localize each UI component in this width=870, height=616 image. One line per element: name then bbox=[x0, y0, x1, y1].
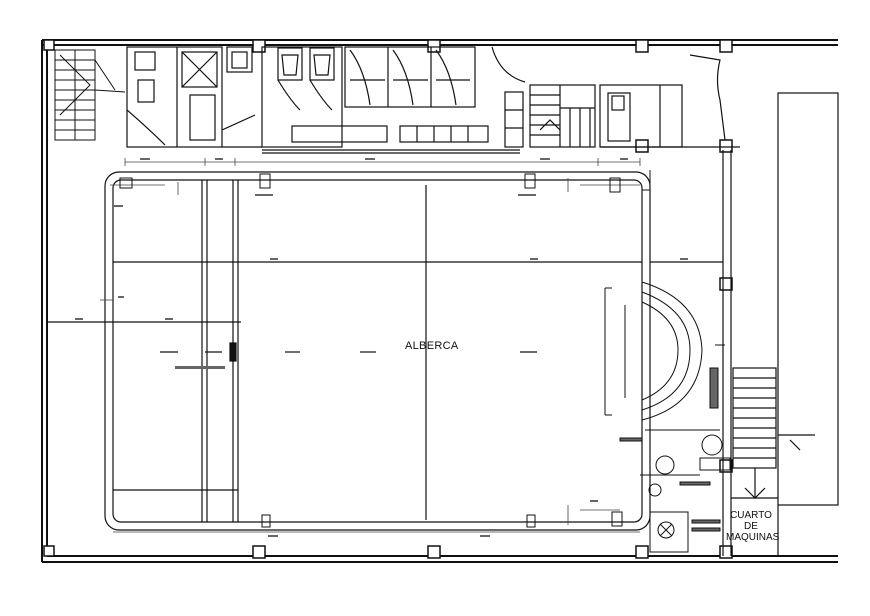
right-wing bbox=[650, 92, 839, 556]
dimension-lines bbox=[100, 158, 641, 533]
pool-outline bbox=[47, 171, 651, 531]
machine-room-label-line-2: DE bbox=[744, 521, 758, 532]
machine-room-label-line-1: CUARTO bbox=[730, 510, 772, 521]
pool-entry-steps bbox=[604, 281, 725, 421]
pump-equipment bbox=[619, 170, 731, 553]
pool-label: ALBERCA bbox=[405, 340, 459, 352]
dimension-text-marks bbox=[75, 158, 688, 537]
machine-room-label-line-3: MAQUINAS bbox=[726, 532, 780, 543]
structural-columns bbox=[43, 39, 733, 559]
staircase-top-left bbox=[54, 49, 126, 141]
outer-walls bbox=[41, 39, 838, 563]
machine-room-label: CUARTO DE MAQUINAS bbox=[726, 510, 780, 543]
pool-fittings bbox=[119, 173, 623, 528]
pool-centre-axis bbox=[160, 342, 537, 362]
service-rooms-top bbox=[126, 46, 740, 154]
